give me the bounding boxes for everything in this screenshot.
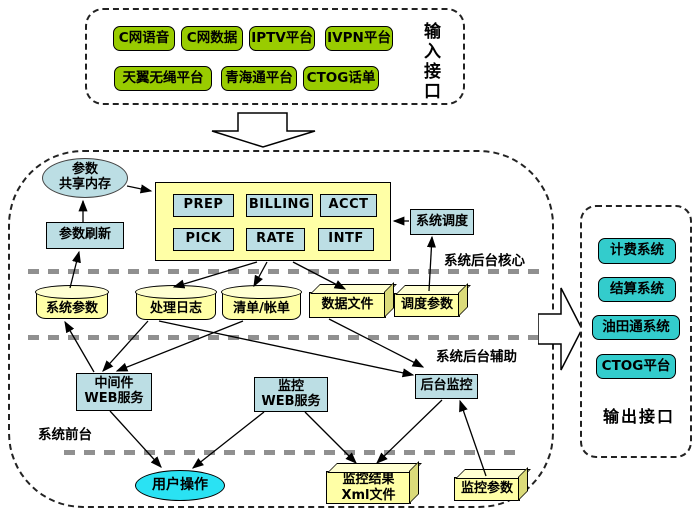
monitor-param-label: 监控参数	[460, 481, 513, 497]
module-prep: PREP	[173, 194, 234, 217]
output-item-youtiantong: 油田通系统	[592, 315, 680, 340]
input-item-ctog-cdr: CTOG话单	[303, 66, 379, 91]
monitor-result-node: 监控结果 Xml文件	[326, 471, 411, 504]
store-sched-param-label: 调度参数	[400, 297, 453, 313]
input-item-ivpn: IVPN平台	[325, 26, 393, 51]
store-sys-param: 系统参数	[35, 285, 109, 319]
monitor-web-line2: WEB服务	[261, 393, 321, 409]
module-acct: ACCT	[320, 194, 377, 217]
shared-memory-node: 参数 共享内存	[42, 158, 128, 198]
monitor-result-line1: 监控结果	[342, 471, 395, 487]
module-rate: RATE	[246, 228, 305, 251]
store-sys-param-label: 系统参数	[45, 300, 98, 316]
region-label-front: 系统前台	[38, 427, 92, 443]
store-sched-param: 调度参数	[394, 293, 460, 317]
scheduler-node: 系统调度	[410, 209, 474, 235]
monitor-web-line1: 监控	[277, 378, 304, 394]
shared-memory-line1: 参数	[71, 162, 98, 178]
store-bill-list: 清单/帐单	[221, 285, 302, 320]
middleware-web-node: 中间件 WEB服务	[76, 373, 152, 411]
store-data-file: 数据文件	[309, 292, 386, 318]
region-label-aux: 系统后台辅助	[436, 349, 517, 365]
store-data-file-label: 数据文件	[321, 297, 374, 313]
input-panel-label: 输入接口	[420, 22, 440, 102]
monitor-param-node: 监控参数	[454, 477, 520, 501]
user-ops-node: 用户操作	[135, 470, 225, 501]
region-label-core: 系统后台核心	[444, 253, 525, 269]
module-pick: PICK	[173, 228, 234, 251]
input-item-cnet-voice: C网语音	[113, 26, 175, 51]
input-item-iptv: IPTV平台	[249, 26, 315, 51]
output-item-billing: 计费系统	[598, 238, 676, 264]
middleware-web-line2: WEB服务	[84, 391, 144, 406]
store-proc-log: 处理日志	[135, 285, 217, 320]
down-block-arrow-icon	[211, 112, 316, 148]
divider-front-bottom	[64, 450, 516, 455]
module-intf: INTF	[318, 228, 374, 251]
divider-core-aux	[28, 269, 540, 274]
middleware-web-line1: 中间件	[94, 376, 134, 392]
monitor-web-node: 监控 WEB服务	[254, 377, 328, 412]
shared-memory-line2: 共享内存	[58, 177, 111, 192]
param-refresh-node: 参数刷新	[46, 222, 124, 249]
output-item-ctog: CTOG平台	[596, 354, 676, 379]
core-modules-box: PREP BILLING ACCT PICK RATE INTF	[155, 182, 391, 261]
output-item-settlement: 结算系统	[598, 277, 676, 302]
module-billing: BILLING	[246, 194, 313, 217]
divider-aux-front	[28, 335, 540, 340]
input-item-tianyi: 天翼无绳平台	[114, 66, 212, 91]
input-item-qinghaitong: 青海通平台	[221, 66, 297, 91]
store-bill-list-label: 清单/帐单	[233, 301, 290, 316]
store-proc-log-label: 处理日志	[149, 301, 202, 316]
monitor-result-line2: Xml文件	[341, 487, 396, 503]
input-item-cnet-data: C网数据	[181, 26, 243, 51]
backend-monitor-node: 后台监控	[415, 374, 478, 399]
output-panel-label: 输出接口	[603, 407, 676, 426]
